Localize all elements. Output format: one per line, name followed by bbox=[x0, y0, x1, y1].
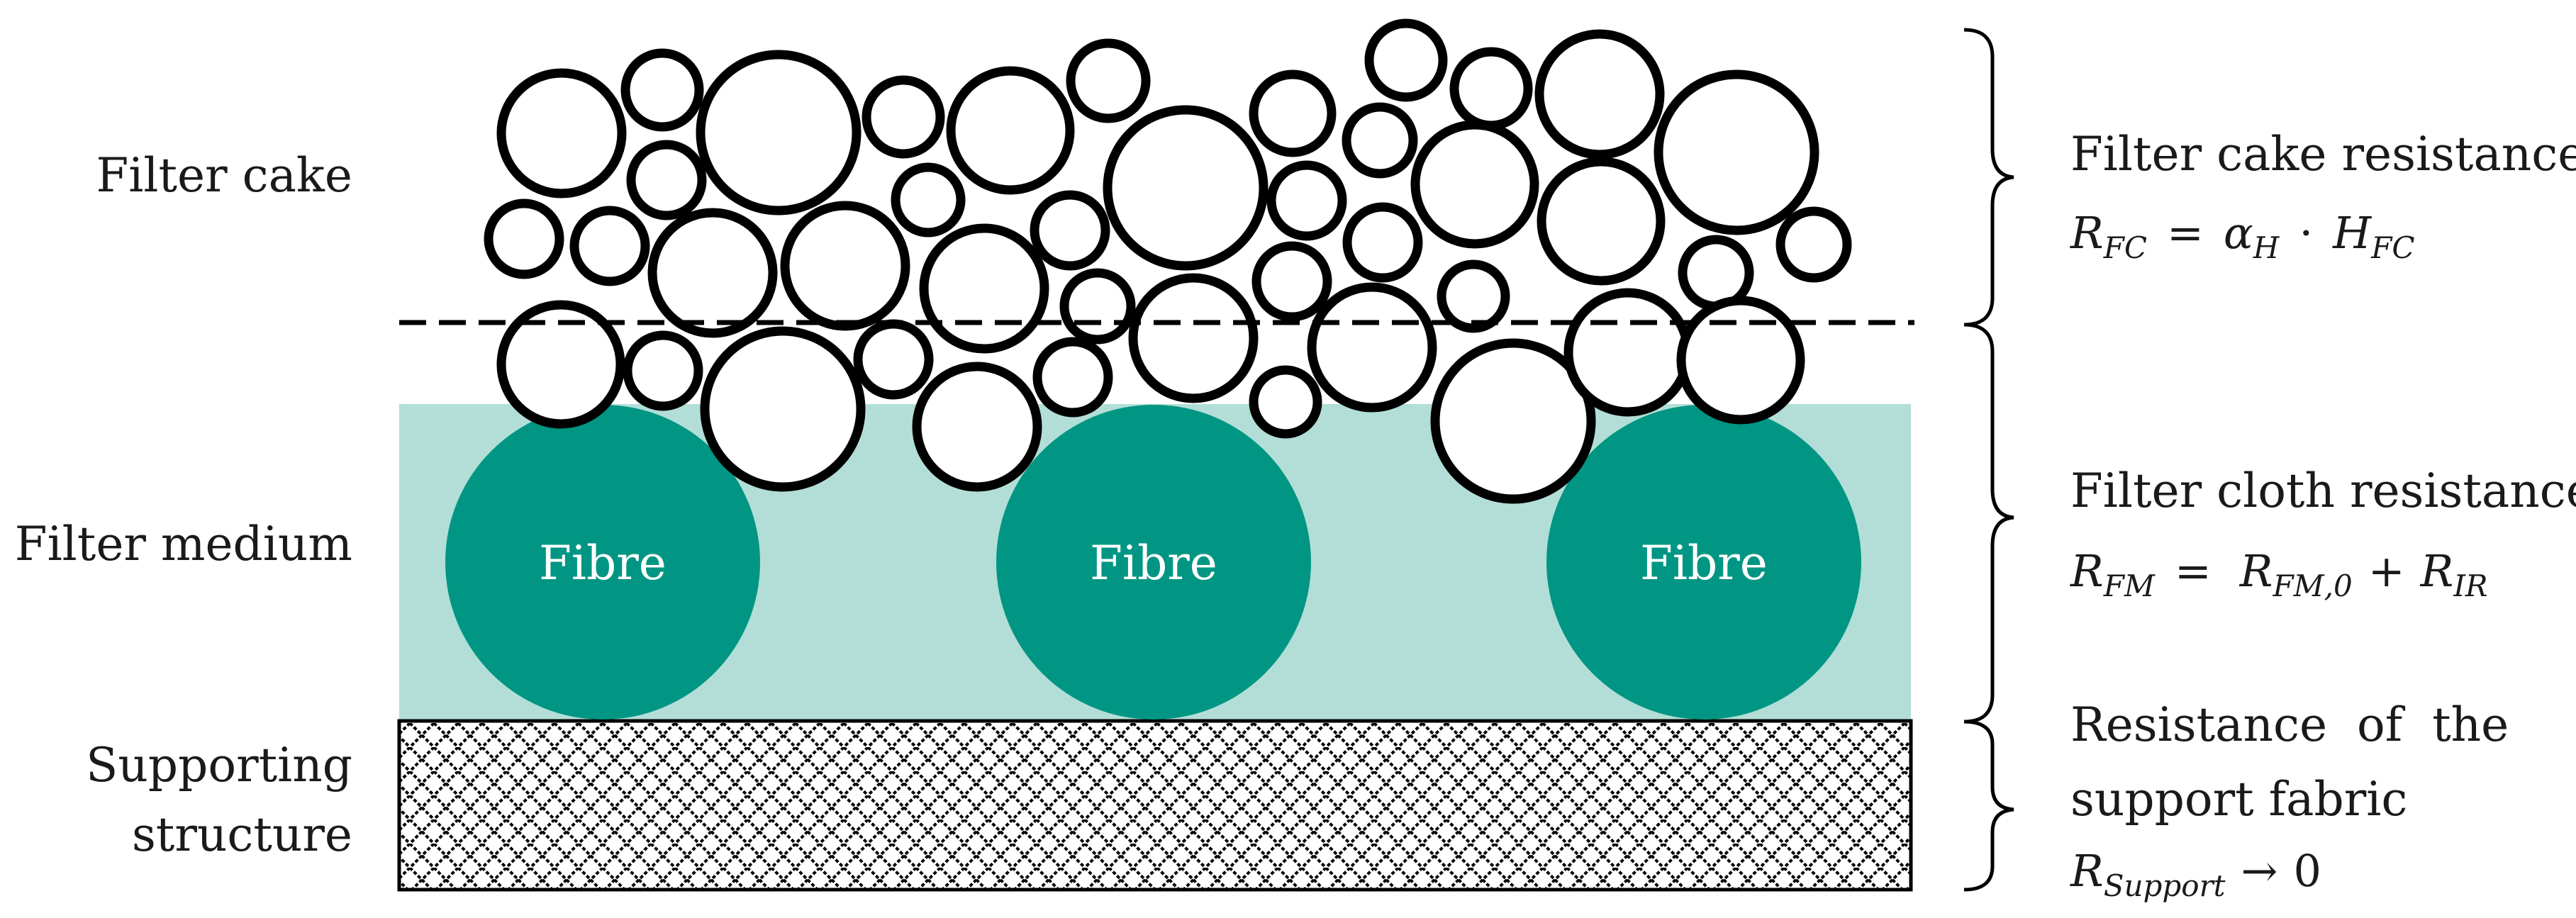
filter-medium-label: Filter medium bbox=[15, 517, 352, 571]
cake-particle bbox=[1066, 38, 1151, 123]
cake-particle bbox=[1251, 241, 1332, 322]
supporting-structure-mesh bbox=[397, 719, 1913, 892]
fibre-label: Fibre bbox=[1090, 536, 1217, 590]
cake-particle bbox=[946, 66, 1075, 195]
cake-particle bbox=[1032, 337, 1113, 418]
braces bbox=[1963, 28, 2014, 892]
fibre-label: Fibre bbox=[1640, 536, 1768, 590]
cake-resistance-equation: RFC=αH·HFC bbox=[2070, 207, 2415, 265]
cake-particle bbox=[1342, 202, 1423, 283]
supporting-structure-label-line1: Supporting bbox=[86, 738, 352, 793]
cake-particle bbox=[496, 68, 627, 198]
filter-cake-particles bbox=[484, 18, 1852, 504]
cake-particle bbox=[1103, 105, 1269, 271]
cake-particle bbox=[1410, 120, 1539, 249]
cake-particle bbox=[780, 201, 910, 331]
cake-particle bbox=[919, 223, 1049, 354]
cake-particle bbox=[1059, 268, 1136, 345]
cake-particle bbox=[484, 198, 564, 279]
supporting-structure-label-line2: structure bbox=[132, 807, 352, 862]
cake-particle bbox=[696, 50, 862, 215]
cake-particle bbox=[862, 75, 945, 159]
support-resistance-title-line1: Resistance of the bbox=[2070, 698, 2509, 752]
cake-particle bbox=[1676, 296, 1805, 425]
cloth-brace bbox=[1963, 323, 2014, 724]
cloth-resistance-title: Filter cloth resistance bbox=[2070, 464, 2576, 518]
cake-particle bbox=[569, 206, 650, 286]
fibre-1: Fibre bbox=[445, 405, 760, 720]
support-resistance-equation: RSupport→0 bbox=[2070, 845, 2321, 903]
cake-particle bbox=[1537, 157, 1666, 286]
fibre-3: Fibre bbox=[1546, 405, 1861, 720]
cake-particle bbox=[1430, 338, 1596, 504]
cake-particle bbox=[623, 330, 703, 411]
cake-particle bbox=[912, 362, 1042, 492]
cake-particle bbox=[496, 300, 625, 429]
cake-particle bbox=[1534, 29, 1665, 159]
cake-particle bbox=[891, 162, 966, 237]
cake-particle bbox=[1342, 102, 1418, 179]
cake-particle bbox=[626, 140, 707, 220]
cake-particle bbox=[1563, 288, 1693, 417]
cake-particle bbox=[1437, 259, 1510, 333]
cake-particle bbox=[1654, 69, 1819, 235]
support-resistance-title-line2: support fabric bbox=[2070, 772, 2407, 827]
cake-particle bbox=[647, 208, 778, 338]
fibres: Fibre Fibre Fibre bbox=[445, 405, 1861, 720]
cake-particle bbox=[700, 326, 866, 492]
fibre-2: Fibre bbox=[996, 405, 1311, 720]
cake-brace bbox=[1963, 28, 2014, 327]
fibre-label: Fibre bbox=[539, 536, 667, 590]
cloth-resistance-equation: RFM=RFM,0+RIR bbox=[2070, 545, 2488, 603]
filter-cake-label: Filter cake bbox=[96, 148, 353, 203]
cake-particle bbox=[1307, 282, 1437, 413]
cake-particle bbox=[1128, 273, 1259, 403]
cake-particle bbox=[1249, 365, 1322, 439]
cake-particle bbox=[1030, 190, 1110, 271]
cake-particle bbox=[1775, 206, 1852, 283]
cake-resistance-title: Filter cake resistance bbox=[2070, 127, 2576, 181]
cake-particle bbox=[1364, 18, 1448, 102]
cake-particle bbox=[1249, 69, 1337, 157]
cake-particle bbox=[620, 48, 704, 132]
cake-particle bbox=[1449, 47, 1533, 130]
cake-particle bbox=[1266, 160, 1347, 241]
support-brace bbox=[1963, 720, 2014, 892]
cake-particle bbox=[853, 319, 934, 400]
